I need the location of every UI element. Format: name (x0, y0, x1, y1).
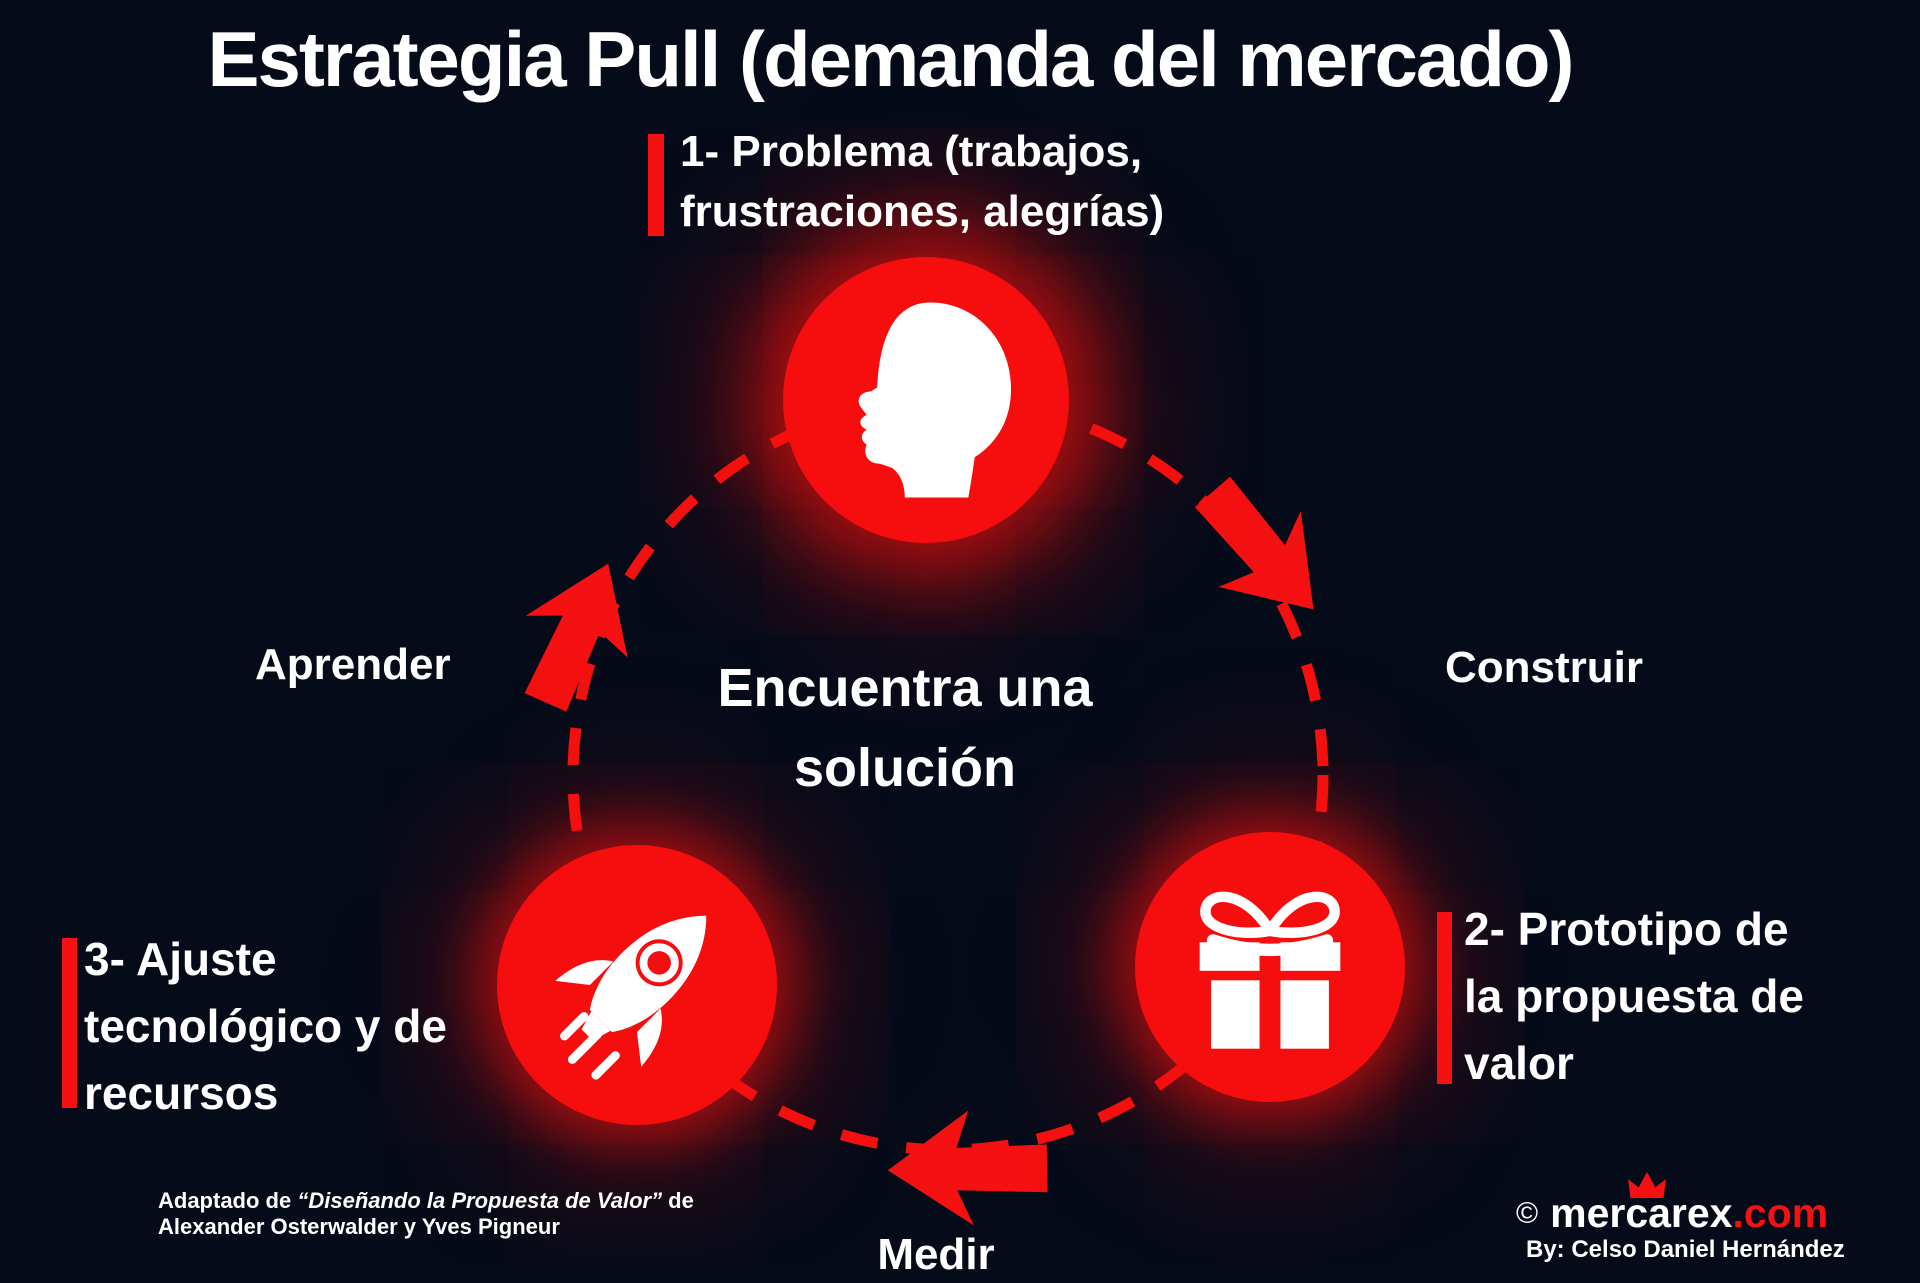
center-text: Encuentra una solución (555, 648, 1255, 808)
step-problema-line-1: 1- Problema (trabajos, (680, 127, 1143, 176)
red-accent-bar (62, 938, 77, 1108)
center-text-line-1: Encuentra una (717, 658, 1093, 718)
node-ajuste (497, 845, 777, 1125)
step-ajuste: 3- Ajuste tecnológico y de recursos (62, 926, 447, 1127)
dashed-circle (567, 394, 1329, 1156)
center-text-line-2: solución (793, 738, 1016, 798)
label-construir: Construir (1445, 643, 1643, 692)
attribution-work-title: “Diseñando la Propuesta de Valor” (297, 1188, 663, 1213)
red-accent-bar (648, 134, 664, 236)
attribution-line-1: Adaptado de “Diseñando la Propuesta de V… (158, 1188, 694, 1214)
brand-tld: .com (1732, 1190, 1829, 1236)
copyright-symbol: © (1516, 1197, 1539, 1230)
rocket-icon (555, 915, 707, 1080)
step-ajuste-line-1: 3- Ajuste (84, 933, 277, 985)
step-prototipo-line-3: valor (1464, 1037, 1574, 1089)
attribution: Adaptado de “Diseñando la Propuesta de V… (158, 1188, 694, 1240)
gift-icon (1199, 891, 1341, 1049)
brand-logo: ©mercarex.com (1516, 1190, 1828, 1237)
attribution-authors: Alexander Osterwalder y Yves Pigneur (158, 1214, 560, 1239)
node-problema (783, 257, 1069, 543)
node-prototipo (1135, 832, 1405, 1102)
step-problema-line-2: frustraciones, alegrías) (680, 187, 1165, 236)
attribution-prefix: Adaptado de (158, 1188, 298, 1213)
step-prototipo-line-2: la propuesta de (1464, 970, 1804, 1022)
red-accent-bar (1437, 912, 1452, 1084)
down-right-arrow-icon (1194, 476, 1314, 610)
left-arrow-icon (887, 1110, 1048, 1226)
label-aprender: Aprender (255, 640, 451, 689)
page-title: Estrategia Pull (demanda del mercado) (207, 15, 1574, 103)
step-prototipo-line-1: 2- Prototipo de (1464, 903, 1789, 955)
step-ajuste-line-2: tecnológico y de (84, 1000, 447, 1052)
step-problema: 1- Problema (trabajos, frustraciones, al… (648, 122, 1164, 242)
head-profile-icon (858, 302, 1012, 498)
step-prototipo: 2- Prototipo de la propuesta de valor (1437, 896, 1804, 1097)
up-right-arrow-icon (524, 563, 628, 712)
step-ajuste-line-3: recursos (84, 1067, 279, 1119)
crown-icon (1628, 1172, 1666, 1198)
label-medir: Medir (877, 1230, 995, 1279)
attribution-suffix: de (662, 1188, 694, 1213)
byline: By: Celso Daniel Hernández (1526, 1236, 1845, 1263)
